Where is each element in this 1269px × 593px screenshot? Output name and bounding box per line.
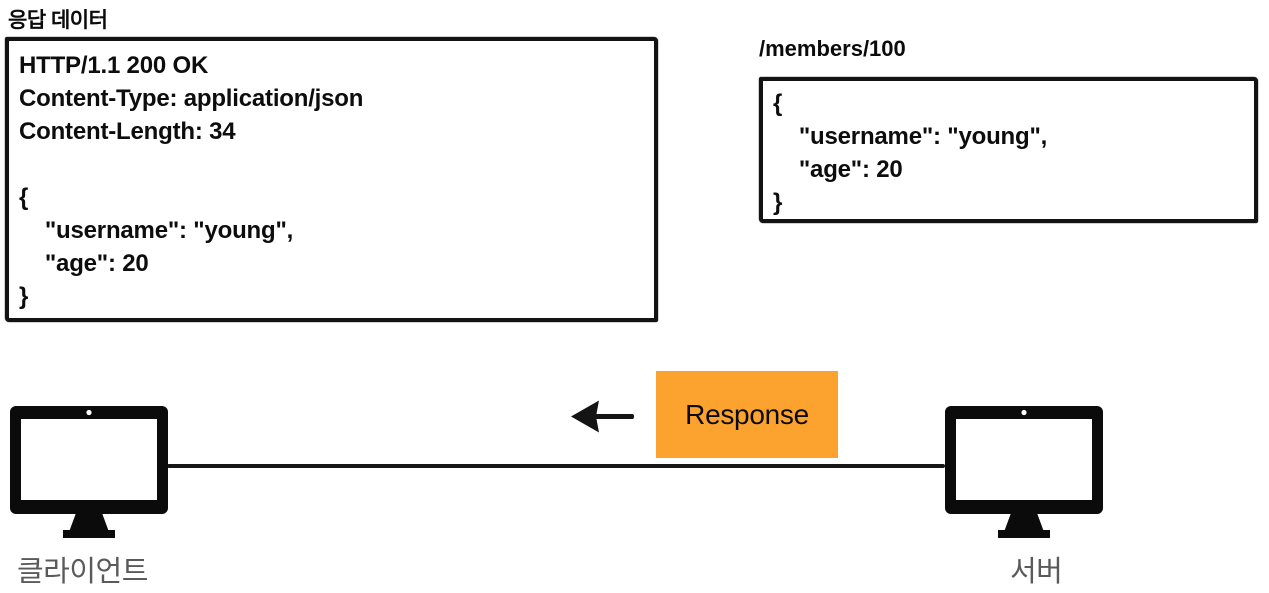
server-label: 서버	[1010, 556, 1063, 588]
http-blank-line	[19, 148, 648, 181]
server-monitor-icon	[945, 406, 1103, 538]
http-content-type-line: Content-Type: application/json	[19, 85, 364, 112]
diagram-title: 응답 데이터	[8, 9, 108, 32]
http-content-length-line: Content-Length: 34	[19, 118, 236, 145]
resource-json-line: {	[773, 90, 783, 117]
response-badge: Response	[656, 371, 838, 458]
resource-json-line: "age": 20	[773, 156, 903, 183]
left-arrow-icon	[571, 400, 634, 433]
resource-path-label: /members/100	[759, 36, 906, 61]
resource-json-line: "username": "young",	[773, 123, 1048, 150]
http-response-box: HTTP/1.1 200 OK Content-Type: applicatio…	[5, 37, 658, 322]
resource-json-box: { "username": "young", "age": 20 }	[759, 77, 1258, 223]
client-label: 클라이언트	[17, 556, 148, 588]
response-badge-label: Response	[685, 398, 809, 430]
http-body-line: }	[19, 283, 29, 310]
http-body-line: "age": 20	[19, 250, 149, 277]
client-monitor-icon	[10, 406, 168, 538]
http-body-line: {	[19, 184, 29, 211]
http-body-line: "username": "young",	[19, 217, 294, 244]
connection-line	[167, 464, 945, 468]
http-status-line: HTTP/1.1 200 OK	[19, 52, 209, 79]
resource-json-line: }	[773, 189, 783, 216]
